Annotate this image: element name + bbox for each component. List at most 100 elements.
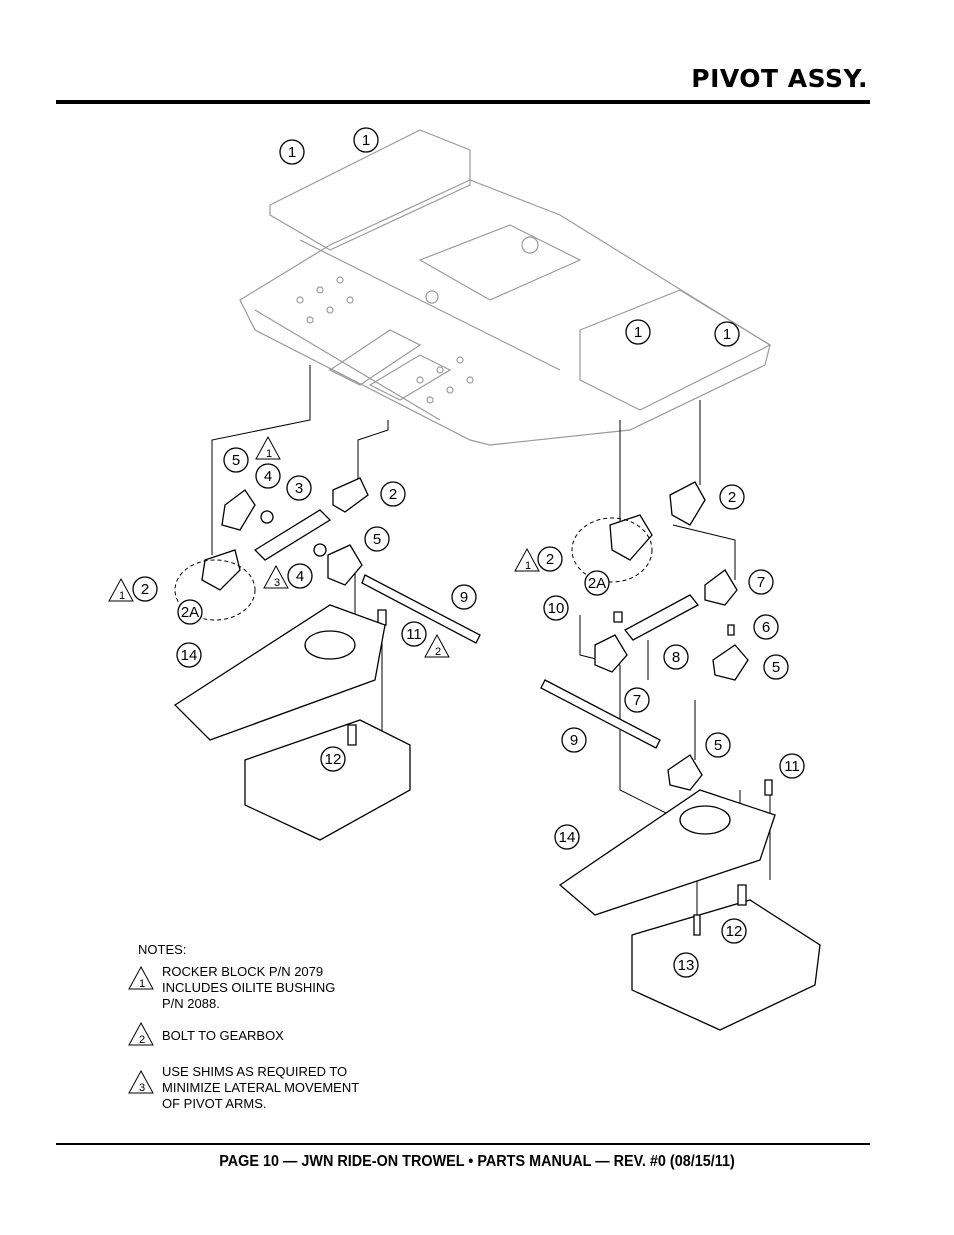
- callout-12: 12: [320, 746, 346, 772]
- svg-text:3: 3: [139, 1082, 145, 1094]
- callout-11: 11: [401, 621, 427, 647]
- svg-text:9: 9: [460, 589, 468, 606]
- page-title: PIVOT ASSY.: [691, 64, 868, 93]
- right-gearbox: [631, 899, 821, 1031]
- svg-text:1: 1: [288, 144, 296, 161]
- svg-text:11: 11: [784, 758, 800, 775]
- left-bolt-11: [377, 609, 387, 626]
- svg-text:1: 1: [525, 560, 531, 572]
- right-bolt-11: [764, 779, 773, 796]
- left-rocker-block-2: [332, 477, 369, 513]
- right-rod-9: [540, 679, 661, 749]
- svg-text:13: 13: [678, 957, 695, 974]
- svg-text:10: 10: [548, 600, 565, 617]
- right-nut-10: [613, 611, 623, 623]
- callout-11: 11: [779, 753, 805, 779]
- left-rocker-block-5: [221, 489, 256, 531]
- svg-text:2: 2: [546, 551, 554, 568]
- left-rocker-block-5b: [327, 544, 363, 586]
- callout-4: 4: [287, 563, 313, 589]
- svg-text:4: 4: [264, 468, 272, 485]
- callout-5: 5: [763, 654, 789, 680]
- right-bolt-12: [737, 884, 747, 906]
- left-pivot-shaft-3: [253, 509, 332, 561]
- callout-13: 13: [673, 952, 699, 978]
- callout-14: 14: [176, 642, 202, 668]
- svg-text:5: 5: [772, 659, 780, 676]
- right-pivot-shaft-8: [624, 594, 699, 641]
- svg-text:1: 1: [362, 132, 370, 149]
- note-marker-1-triangle-icon: 1: [514, 547, 540, 572]
- svg-text:2: 2: [728, 489, 736, 506]
- svg-text:4: 4: [296, 568, 304, 585]
- right-rocker-block-7-lower: [594, 634, 628, 673]
- left-pivot-parts: [173, 477, 481, 841]
- left-rod-9: [361, 574, 481, 644]
- svg-text:1: 1: [139, 978, 145, 990]
- svg-text:1: 1: [266, 448, 272, 460]
- left-pivot-arm-14: [173, 604, 386, 741]
- note-marker-layer: 1 3 1 2 1: [108, 435, 540, 658]
- svg-text:2A: 2A: [588, 575, 606, 592]
- callout-2: 2: [537, 546, 563, 572]
- svg-text:14: 14: [181, 647, 198, 664]
- svg-text:12: 12: [726, 923, 743, 940]
- svg-text:2: 2: [139, 1034, 145, 1046]
- callout-3: 3: [286, 475, 312, 501]
- right-bolt-13: [693, 914, 701, 936]
- svg-text:3: 3: [274, 577, 280, 589]
- callout-6: 6: [753, 614, 779, 640]
- left-bolt-12: [347, 724, 357, 746]
- callout-5: 5: [364, 526, 390, 552]
- svg-text:5: 5: [714, 737, 722, 754]
- callout-5: 5: [223, 447, 249, 473]
- right-rocker-block-5-lower: [667, 754, 703, 791]
- right-rocker-block-5: [712, 644, 749, 681]
- callout-2a: 2A: [177, 599, 203, 625]
- left-shim-4: [260, 510, 274, 524]
- svg-text:9: 9: [570, 732, 578, 749]
- page-footer: PAGE 10 — JWN RIDE-ON TROWEL • PARTS MAN…: [219, 1153, 735, 1170]
- callout-7: 7: [748, 569, 774, 595]
- svg-text:5: 5: [373, 531, 381, 548]
- svg-text:14: 14: [559, 829, 576, 846]
- callout-4: 4: [255, 463, 281, 489]
- svg-text:3: 3: [295, 480, 303, 497]
- note-1-triangle-icon: 1: [128, 966, 154, 990]
- svg-text:1: 1: [119, 590, 125, 602]
- note-1-text: ROCKER BLOCK P/N 2079 INCLUDES OILITE BU…: [162, 964, 336, 1011]
- callout-1: 1: [625, 319, 651, 345]
- svg-text:2A: 2A: [181, 604, 199, 621]
- svg-text:1: 1: [723, 326, 731, 343]
- deck-perforations: [296, 236, 539, 404]
- note-marker-2-triangle-icon: 2: [424, 633, 450, 658]
- svg-text:7: 7: [633, 692, 641, 709]
- left-shim-4b: [313, 543, 327, 557]
- svg-text:7: 7: [757, 574, 765, 591]
- callout-1: 1: [353, 127, 379, 153]
- callout-14: 14: [554, 824, 580, 850]
- callout-1: 1: [714, 321, 740, 347]
- callout-1: 1: [279, 139, 305, 165]
- svg-text:1: 1: [634, 324, 642, 341]
- left-rocker-block-2-lower: [201, 549, 241, 591]
- callout-2a: 2A: [584, 570, 610, 596]
- callout-2: 2: [132, 576, 158, 602]
- right-rocker-block-2-upper: [609, 514, 653, 561]
- svg-text:2: 2: [141, 581, 149, 598]
- callout-7: 7: [624, 687, 650, 713]
- callout-2: 2: [380, 481, 406, 507]
- right-screw-6: [727, 624, 735, 636]
- callout-9: 9: [561, 727, 587, 753]
- svg-text:11: 11: [406, 626, 422, 643]
- right-rocker-block-2: [669, 481, 706, 526]
- callout-8: 8: [663, 644, 689, 670]
- svg-text:12: 12: [325, 751, 342, 768]
- svg-text:5: 5: [232, 452, 240, 469]
- note-marker-3-triangle-icon: 3: [263, 564, 289, 589]
- svg-text:2: 2: [435, 646, 441, 658]
- right-2a-group-outline: [571, 517, 653, 583]
- notes-heading: NOTES:: [138, 942, 187, 957]
